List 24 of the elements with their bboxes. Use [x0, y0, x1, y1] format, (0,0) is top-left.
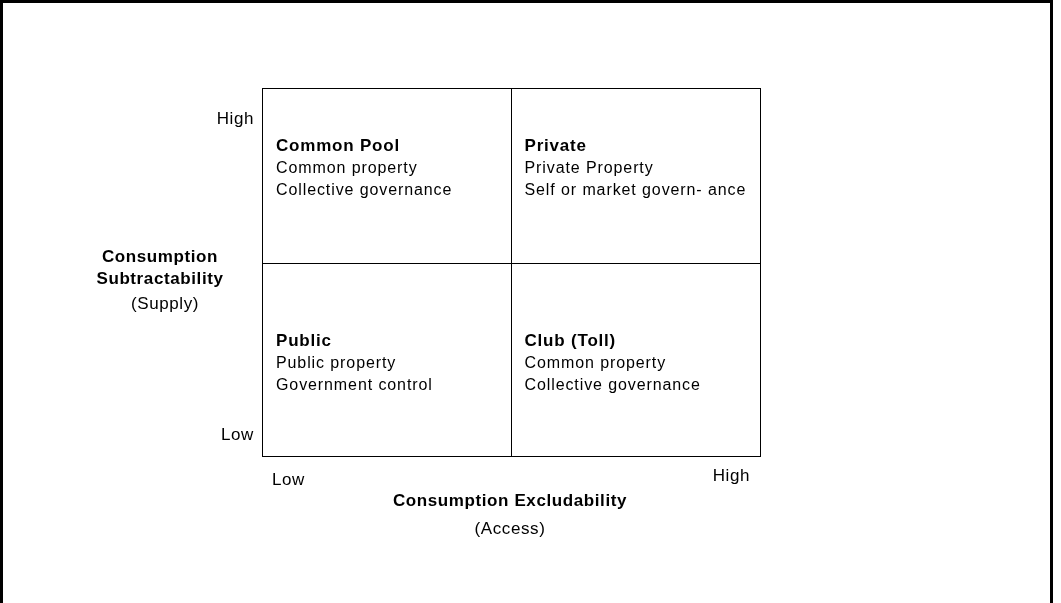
axis-title: Consumption Excludability: [391, 490, 629, 512]
quadrant-description: Collective governance: [276, 180, 454, 200]
quadrant-description: Private Property: [524, 158, 655, 178]
axis-subtitle: (Access): [473, 518, 547, 540]
axis-tick-label: Low: [220, 424, 254, 446]
quadrant-heading: Public: [276, 329, 333, 352]
quadrant-heading: Private: [524, 135, 588, 157]
axis-tick-label: High: [711, 465, 750, 487]
quadrant-description: Government control: [276, 374, 434, 395]
quadrant-heading: Common Pool: [276, 135, 401, 157]
quadrant-description: Common property: [276, 158, 419, 178]
quadrant-cell: [510, 262, 761, 457]
axis-subtitle: (Supply): [129, 293, 201, 315]
quadrant-heading: Club (Toll): [524, 329, 618, 352]
quadrant-description: Common property: [524, 352, 668, 373]
quadrant-cell: [510, 88, 761, 264]
axis-tick-label: High: [215, 108, 254, 130]
axis-title: Consumption Subtractability: [95, 246, 225, 290]
quadrant-cell: [262, 88, 512, 264]
quadrant-cell: [262, 262, 512, 457]
quadrant-description: Public property: [276, 352, 398, 373]
quadrant-description: Collective governance: [524, 374, 702, 395]
axis-tick-label: Low: [272, 469, 306, 491]
quadrant-description: Self or market govern- ance: [524, 180, 748, 200]
